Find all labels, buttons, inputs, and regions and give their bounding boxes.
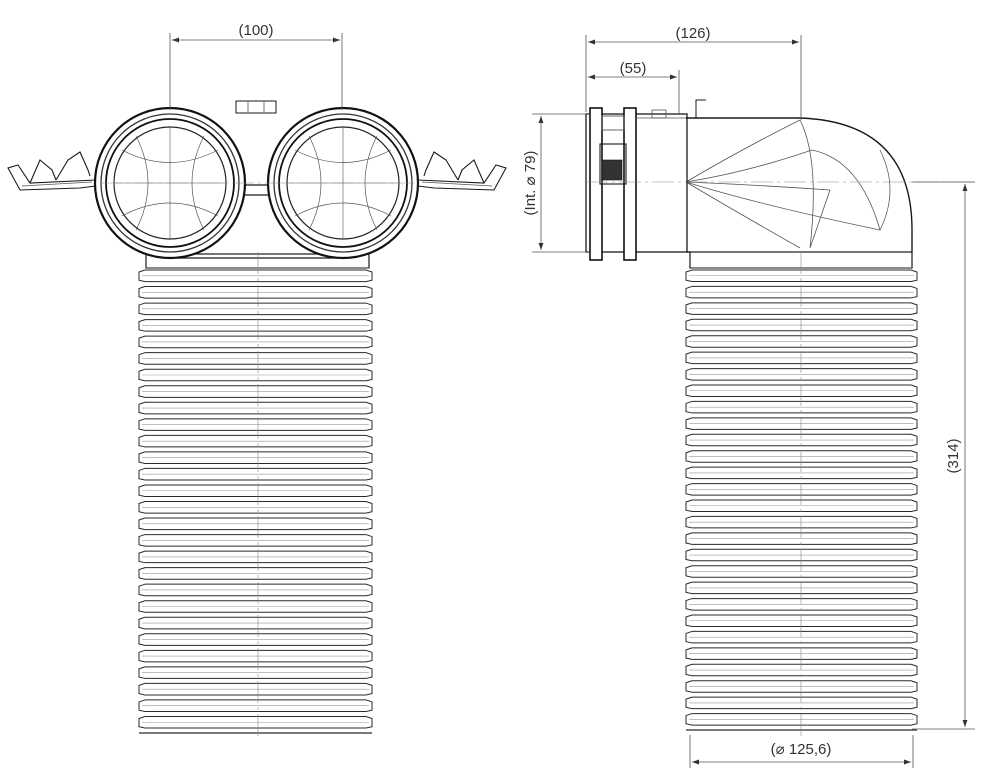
side-view: (126) (55) (Int. ⌀ 79) (314) (⌀ 125,6) [522,25,975,768]
spacing-dimension-label: (100) [238,22,273,39]
spacing-dimension: (100) [169,22,343,110]
side-spigot [585,99,706,261]
depth-spigot-label: (55) [620,60,647,77]
height-dimension: (314) [912,181,975,730]
elbow-bend [685,117,913,253]
front-hose-collar [145,253,370,269]
left-mounting-lug [7,151,97,191]
outer-diameter-dimension: (⌀ 125,6) [689,735,914,768]
height-label: (314) [945,438,962,473]
depth-spigot-dimension: (55) [588,60,680,114]
front-view: (100) [7,22,507,740]
depth-total-dimension: (126) [585,25,802,120]
depth-total-label: (126) [675,25,710,42]
front-corrugated-hose [138,269,373,734]
inner-diameter-dimension: (Int. ⌀ 79) [522,113,590,253]
side-corrugated-hose [685,269,918,731]
side-centerlines [586,181,975,740]
inner-diameter-label: (Int. ⌀ 79) [522,151,539,216]
outer-diameter-label: (⌀ 125,6) [771,741,832,758]
front-centerlines [100,182,414,740]
right-mounting-lug [417,151,507,191]
